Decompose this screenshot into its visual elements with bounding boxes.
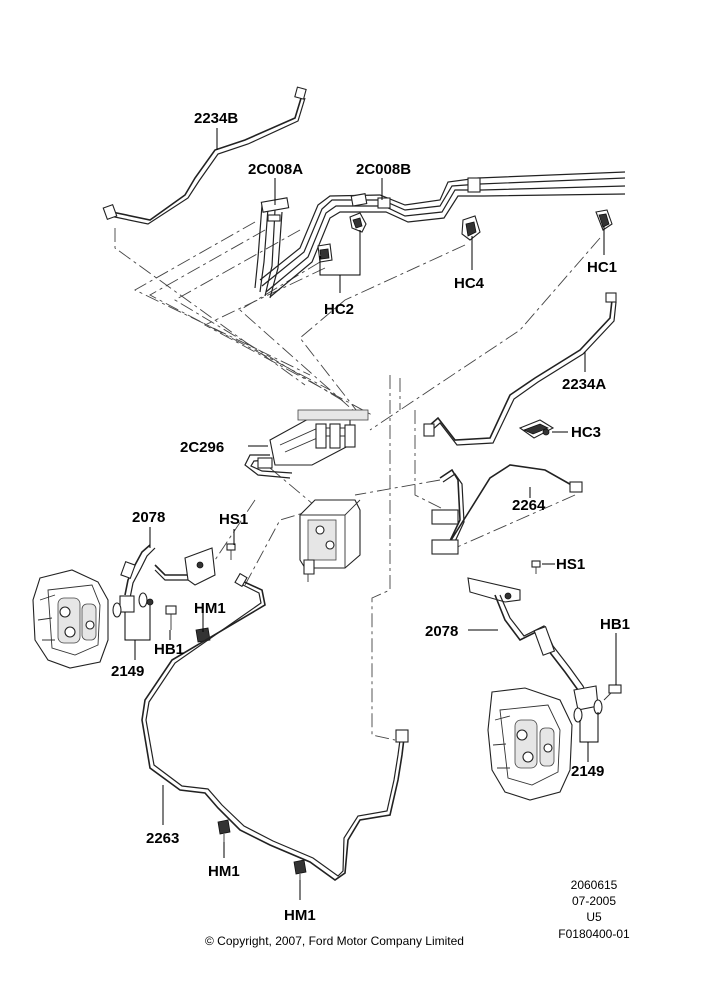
banjo-right: [573, 699, 603, 723]
part-labels: 2234B 2C008A 2C008B HC1 HC4 HC2 2234A HC…: [111, 110, 630, 924]
label-hc3: HC3: [571, 424, 601, 441]
footer: © Copyright, 2007, Ford Motor Company Li…: [205, 878, 630, 948]
banjo-left: [112, 592, 154, 618]
label-2c008b: 2C008B: [356, 161, 411, 178]
nut-hm1-upper: [195, 627, 211, 643]
nut-hm1-mid: [217, 819, 231, 842]
caliper-right: [487, 687, 573, 801]
label-hb1-right: HB1: [600, 616, 630, 633]
ref-number: 2060615: [571, 878, 618, 892]
ref-date: 07-2005: [572, 894, 616, 908]
leader-lines: [124, 128, 617, 900]
label-hs1-right: HS1: [556, 556, 585, 573]
pipe-bundle-2c008b: [259, 171, 626, 298]
clip-hc3: [518, 419, 555, 439]
nut-hm1-bottom: [293, 859, 307, 880]
clip-hc4: [461, 215, 481, 241]
screw-hs1-left: [226, 543, 236, 560]
label-2234b: 2234B: [194, 110, 238, 127]
label-hb1-left: HB1: [154, 641, 184, 658]
label-2263: 2263: [146, 830, 179, 847]
label-2234a: 2234A: [562, 376, 606, 393]
clip-hc2-lower: [317, 243, 333, 263]
copyright-text: © Copyright, 2007, Ford Motor Company Li…: [205, 934, 464, 948]
label-hm1-mid: HM1: [208, 863, 240, 880]
bolt-hb1-left: [165, 605, 177, 630]
hose-2078-left: [120, 544, 216, 599]
label-2149-left: 2149: [111, 663, 144, 680]
label-hm1-bottom: HM1: [284, 907, 316, 924]
ref-figure-id: F0180400-01: [558, 927, 630, 941]
label-hm1-upper: HM1: [194, 600, 226, 617]
label-2c296: 2C296: [180, 439, 224, 456]
clip-hc2-upper: [349, 212, 367, 233]
pipe-2234a: [423, 292, 617, 446]
label-hc1: HC1: [587, 259, 617, 276]
label-2c008a: 2C008A: [248, 161, 303, 178]
hose-2078-right: [467, 577, 599, 711]
pipe-2264: [431, 464, 583, 555]
pipe-2263: [141, 572, 409, 881]
label-2078-right: 2078: [425, 623, 458, 640]
bracket-2c296: [244, 409, 369, 479]
assembly-guide-lines: [114, 221, 601, 741]
clip-hc1: [595, 209, 613, 231]
label-hc4: HC4: [454, 275, 485, 292]
label-hc2: HC2: [324, 301, 354, 318]
pipe-bundle-2c008a: [254, 197, 290, 299]
pipe-2234b: [102, 86, 307, 225]
label-hs1-left: HS1: [219, 511, 248, 528]
label-2264: 2264: [512, 497, 546, 514]
bolt-hb1-right: [603, 684, 622, 701]
screw-hs1-right: [531, 560, 541, 574]
label-2078-left: 2078: [132, 509, 165, 526]
label-2149-right: 2149: [571, 763, 604, 780]
ref-code: U5: [586, 910, 602, 924]
caliper-left: [32, 569, 109, 669]
abs-module: [299, 499, 361, 582]
